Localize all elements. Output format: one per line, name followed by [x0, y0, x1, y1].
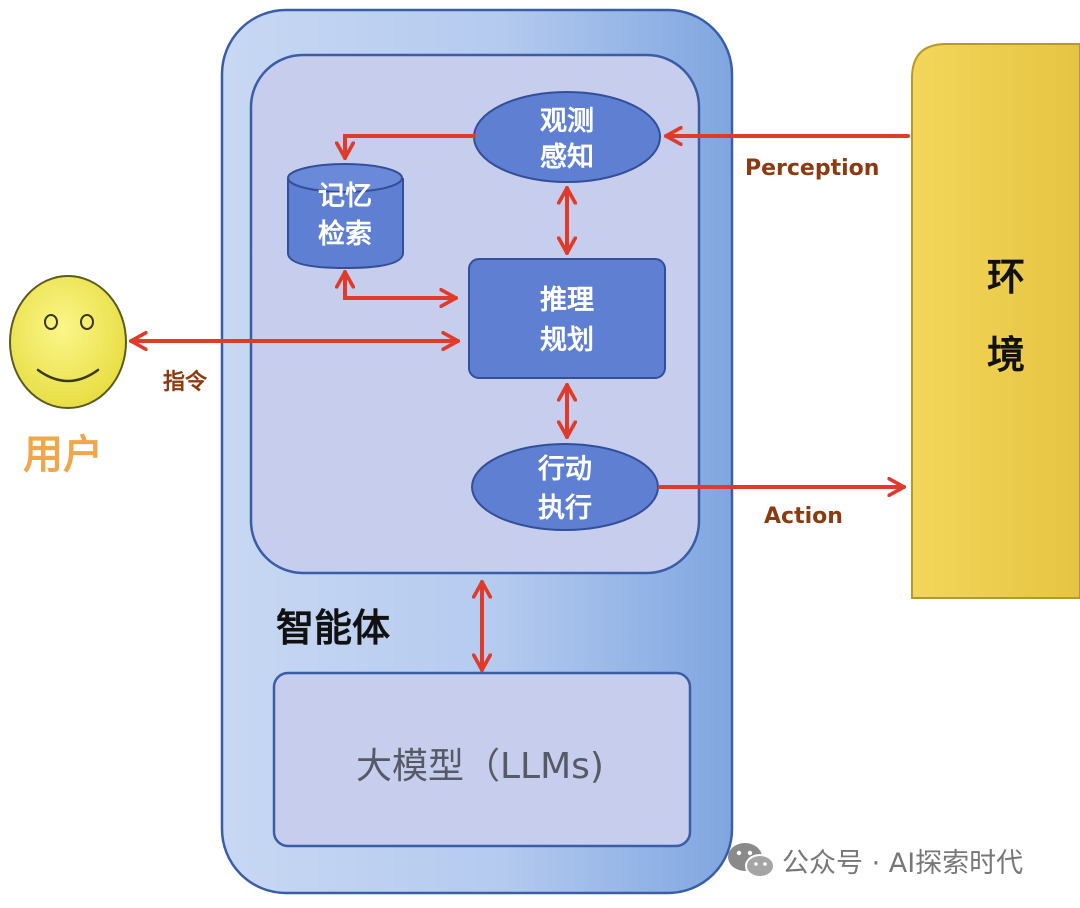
user-right-eye-icon: [80, 314, 94, 330]
observe-label-line1: 观测: [540, 106, 594, 137]
memory-cylinder-top: [287, 163, 403, 193]
environment-label-line1: 环: [987, 255, 1025, 299]
llm-block: 大模型（LLMs): [272, 671, 692, 848]
module-observe: 观测 感知: [473, 91, 661, 183]
action-label-line1: 行动: [537, 453, 592, 485]
agent-label: 智能体: [276, 606, 390, 650]
environment-label-line2: 境: [987, 333, 1025, 377]
llm-box: [272, 671, 692, 848]
observe-to-memory-arrow: [345, 134, 476, 160]
memory-label-line1: 记忆: [318, 181, 372, 212]
reason-label-line2: 规划: [540, 325, 594, 356]
perception-label: Perception: [745, 156, 879, 181]
watermark: 公众号 · AI探索时代: [728, 843, 1023, 879]
memory-reason-arrow: [345, 270, 458, 298]
watermark-text: 公众号 · AI探索时代: [782, 848, 1023, 879]
observe-label-line2: 感知: [540, 141, 594, 173]
reason-box: [468, 258, 666, 379]
user-mouth-icon: [36, 368, 100, 383]
action-label-line2: 执行: [538, 492, 592, 524]
instruction-label: 指令: [163, 369, 208, 395]
environment-shape: [911, 43, 1080, 599]
user-label: 用户: [23, 432, 103, 478]
reason-label-line1: 推理: [540, 285, 594, 316]
user-left-eye-icon: [44, 314, 58, 330]
wechat-icon: [728, 843, 775, 878]
action-edge-label: Action: [764, 504, 843, 529]
user-smiley-icon: [9, 275, 127, 409]
memory-cylinder-body: [287, 178, 404, 270]
memory-label-line2: 检索: [318, 218, 372, 250]
environment-block: 环 境: [911, 43, 1080, 599]
module-memory: 记忆 检索: [287, 163, 404, 270]
llm-label: 大模型（LLMs): [356, 746, 604, 787]
arrows: [129, 134, 910, 672]
module-action: 行动 执行: [471, 443, 659, 531]
module-reason: 推理 规划: [468, 258, 666, 379]
user-block: 用户: [9, 275, 127, 478]
